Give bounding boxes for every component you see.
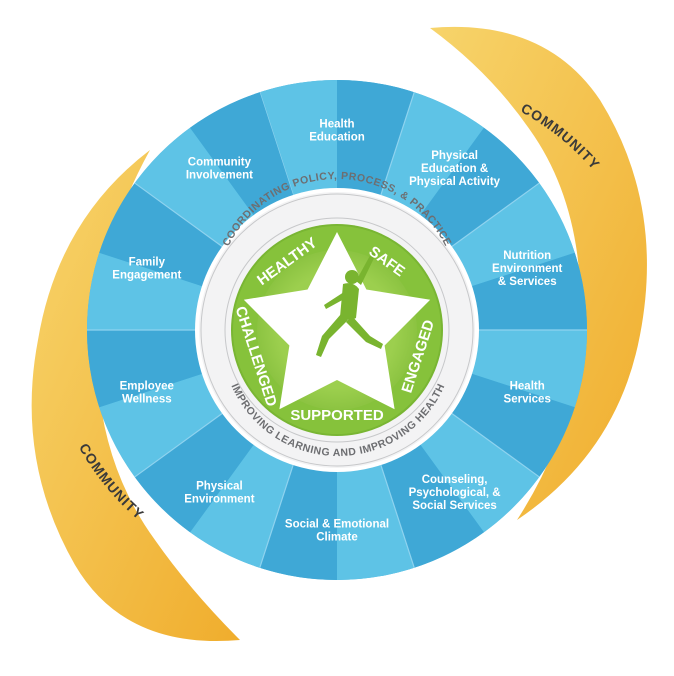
wheel-segment-4-light <box>472 330 587 408</box>
wheel-divider <box>380 464 415 568</box>
segment-label-line: Education <box>309 132 365 144</box>
segment-label-line: Family <box>129 257 166 269</box>
segment-label-line: Employee <box>120 380 174 392</box>
wheel-segment-4-shade <box>451 373 575 477</box>
segment-label-line: Nutrition <box>503 250 551 262</box>
wheel-segment-5-light <box>420 413 540 533</box>
segment-label-line: Health <box>510 380 545 392</box>
wheel-segment-9-shade <box>99 183 223 287</box>
segment-label-line: Counseling, <box>422 474 488 486</box>
segment-label-line: Climate <box>316 532 358 544</box>
star-word-supported: SUPPORTED <box>290 407 384 424</box>
wheel-segment-2-shade <box>420 127 540 247</box>
inner-ring-line-inner <box>224 217 450 443</box>
wheel-divider <box>134 182 223 248</box>
segment-label-line: & Services <box>498 276 557 288</box>
wheel-segment-5-shade <box>380 444 484 568</box>
wheel-segment-2-light <box>380 92 484 216</box>
wheel-segment-7-shade <box>134 413 254 533</box>
wheel-segment-9-light <box>87 252 202 330</box>
segment-label-line: Physical <box>196 480 243 492</box>
wheel-segment-6-shade <box>259 465 337 580</box>
wheel-divider <box>134 412 223 478</box>
segment-label-line: Education & <box>421 163 488 175</box>
wheel-divider <box>380 92 415 196</box>
wheel-segment-10-light <box>134 127 254 247</box>
wheel-divider <box>451 182 540 248</box>
jumping-child-icon <box>316 252 383 357</box>
segment-label-line: Services <box>504 393 551 405</box>
segment-label-line: Wellness <box>122 393 172 405</box>
community-band-top <box>430 26 647 520</box>
wheel-segments <box>87 80 587 580</box>
wheel-segment-7-light <box>190 444 294 568</box>
segment-label-line: Social & Emotional <box>285 519 389 531</box>
segment-label-line: Physical Activity <box>409 176 501 188</box>
wheel-segment-8-shade <box>87 330 202 408</box>
segment-label-line: Involvement <box>186 170 253 182</box>
segment-label-line: Environment <box>492 263 562 275</box>
wheel-divider <box>259 464 294 568</box>
wheel-segment-8-light <box>99 373 223 477</box>
segment-label-line: Community <box>188 157 252 169</box>
segment-label-line: Engagement <box>112 270 181 282</box>
wheel-segment-1-light <box>259 80 337 195</box>
wheel-segment-10-shade <box>190 92 294 216</box>
inner-ring-line-outer <box>200 193 474 467</box>
segment-label-line: Physical <box>431 150 478 162</box>
wheel-segment-3-shade <box>472 252 587 330</box>
wheel-segment-6-light <box>337 465 415 580</box>
segment-label-line: Psychological, & <box>409 487 501 499</box>
wheel-segment-1-shade <box>337 80 415 195</box>
wheel-divider <box>451 412 540 478</box>
community-band-bottom <box>31 150 240 642</box>
segment-label: Counseling,Psychological, &Social Servic… <box>409 474 501 512</box>
segment-label-line: Environment <box>184 493 254 505</box>
segment-label-line: Social Services <box>412 500 496 512</box>
segment-label-line: Health <box>319 119 354 131</box>
wheel-segment-3-light <box>451 183 575 287</box>
